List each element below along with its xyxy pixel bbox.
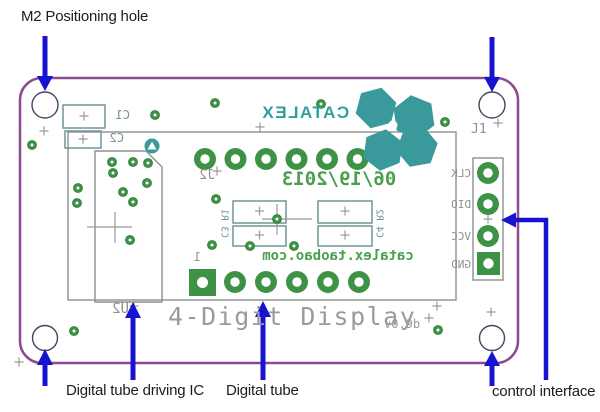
mounting-hole-bottom-right [478, 324, 506, 352]
origin-crosses [14, 111, 503, 367]
cap1-outline [62, 104, 106, 129]
mounting-hole-bottom-left [31, 324, 59, 352]
arrow-control-interface [501, 212, 549, 380]
tube-pad-row-bottom [189, 269, 370, 296]
pin-label-clk: CLK [451, 167, 471, 180]
cap3-outline [232, 225, 287, 247]
pin-label-vcc: VCC [451, 230, 471, 243]
pin-label-gnd: GND [451, 258, 471, 271]
res2-outline [317, 200, 373, 224]
arrow-top-left-hole [37, 36, 53, 91]
res1-outline [232, 200, 287, 224]
mounting-holes [31, 91, 506, 352]
brand-text: CATALEX [260, 103, 350, 122]
tube-pad-row-top [194, 148, 369, 170]
annotation-arrows [37, 36, 549, 386]
mounting-hole-top-right [478, 91, 506, 119]
cap2-outline [64, 130, 102, 149]
arrow-digital-tube [255, 301, 271, 380]
refdes-c2: C2 [109, 131, 124, 145]
refdes-c1: C1 [115, 108, 130, 122]
date-text: 06/19/2013 [281, 168, 397, 190]
arrow-bottom-left-hole [37, 349, 53, 386]
pin1-marker-icon [144, 138, 160, 154]
pin-label-dio: DIO [451, 198, 471, 211]
refdes-u2: U2 [112, 301, 129, 317]
arrow-bottom-right-hole [484, 351, 500, 386]
version-text: v0.9b [384, 317, 421, 331]
refdes-j2: J2 [199, 168, 215, 183]
digital-tube-outline [67, 131, 457, 301]
mounting-hole-top-left [31, 91, 59, 119]
vias [27, 98, 450, 336]
label-driving-ic: Digital tube driving IC [66, 382, 204, 399]
refdes-c3-r1: C3 R1 [218, 209, 230, 238]
refdes-c4-r2: C4 R2 [373, 209, 385, 238]
label-digital-tube: Digital tube [226, 382, 299, 399]
refdes-j1: J1 [471, 122, 487, 137]
passive-outlines [62, 104, 373, 247]
catalex-logo-icon [355, 87, 438, 171]
product-name-text: 4-Digit Display [168, 302, 417, 331]
website-text: catalex.taobao.com [262, 248, 414, 264]
ic-center-cross [87, 212, 132, 243]
pin-one-marker: 1 [193, 250, 201, 264]
label-control-interface: control interface [492, 383, 596, 400]
driver-ic-outline [94, 150, 163, 303]
label-positioning-hole: M2 Positioning hole [21, 8, 149, 25]
arrow-driving-ic [125, 302, 141, 380]
arrow-top-right-hole [484, 37, 500, 92]
cap4-outline [317, 225, 373, 247]
